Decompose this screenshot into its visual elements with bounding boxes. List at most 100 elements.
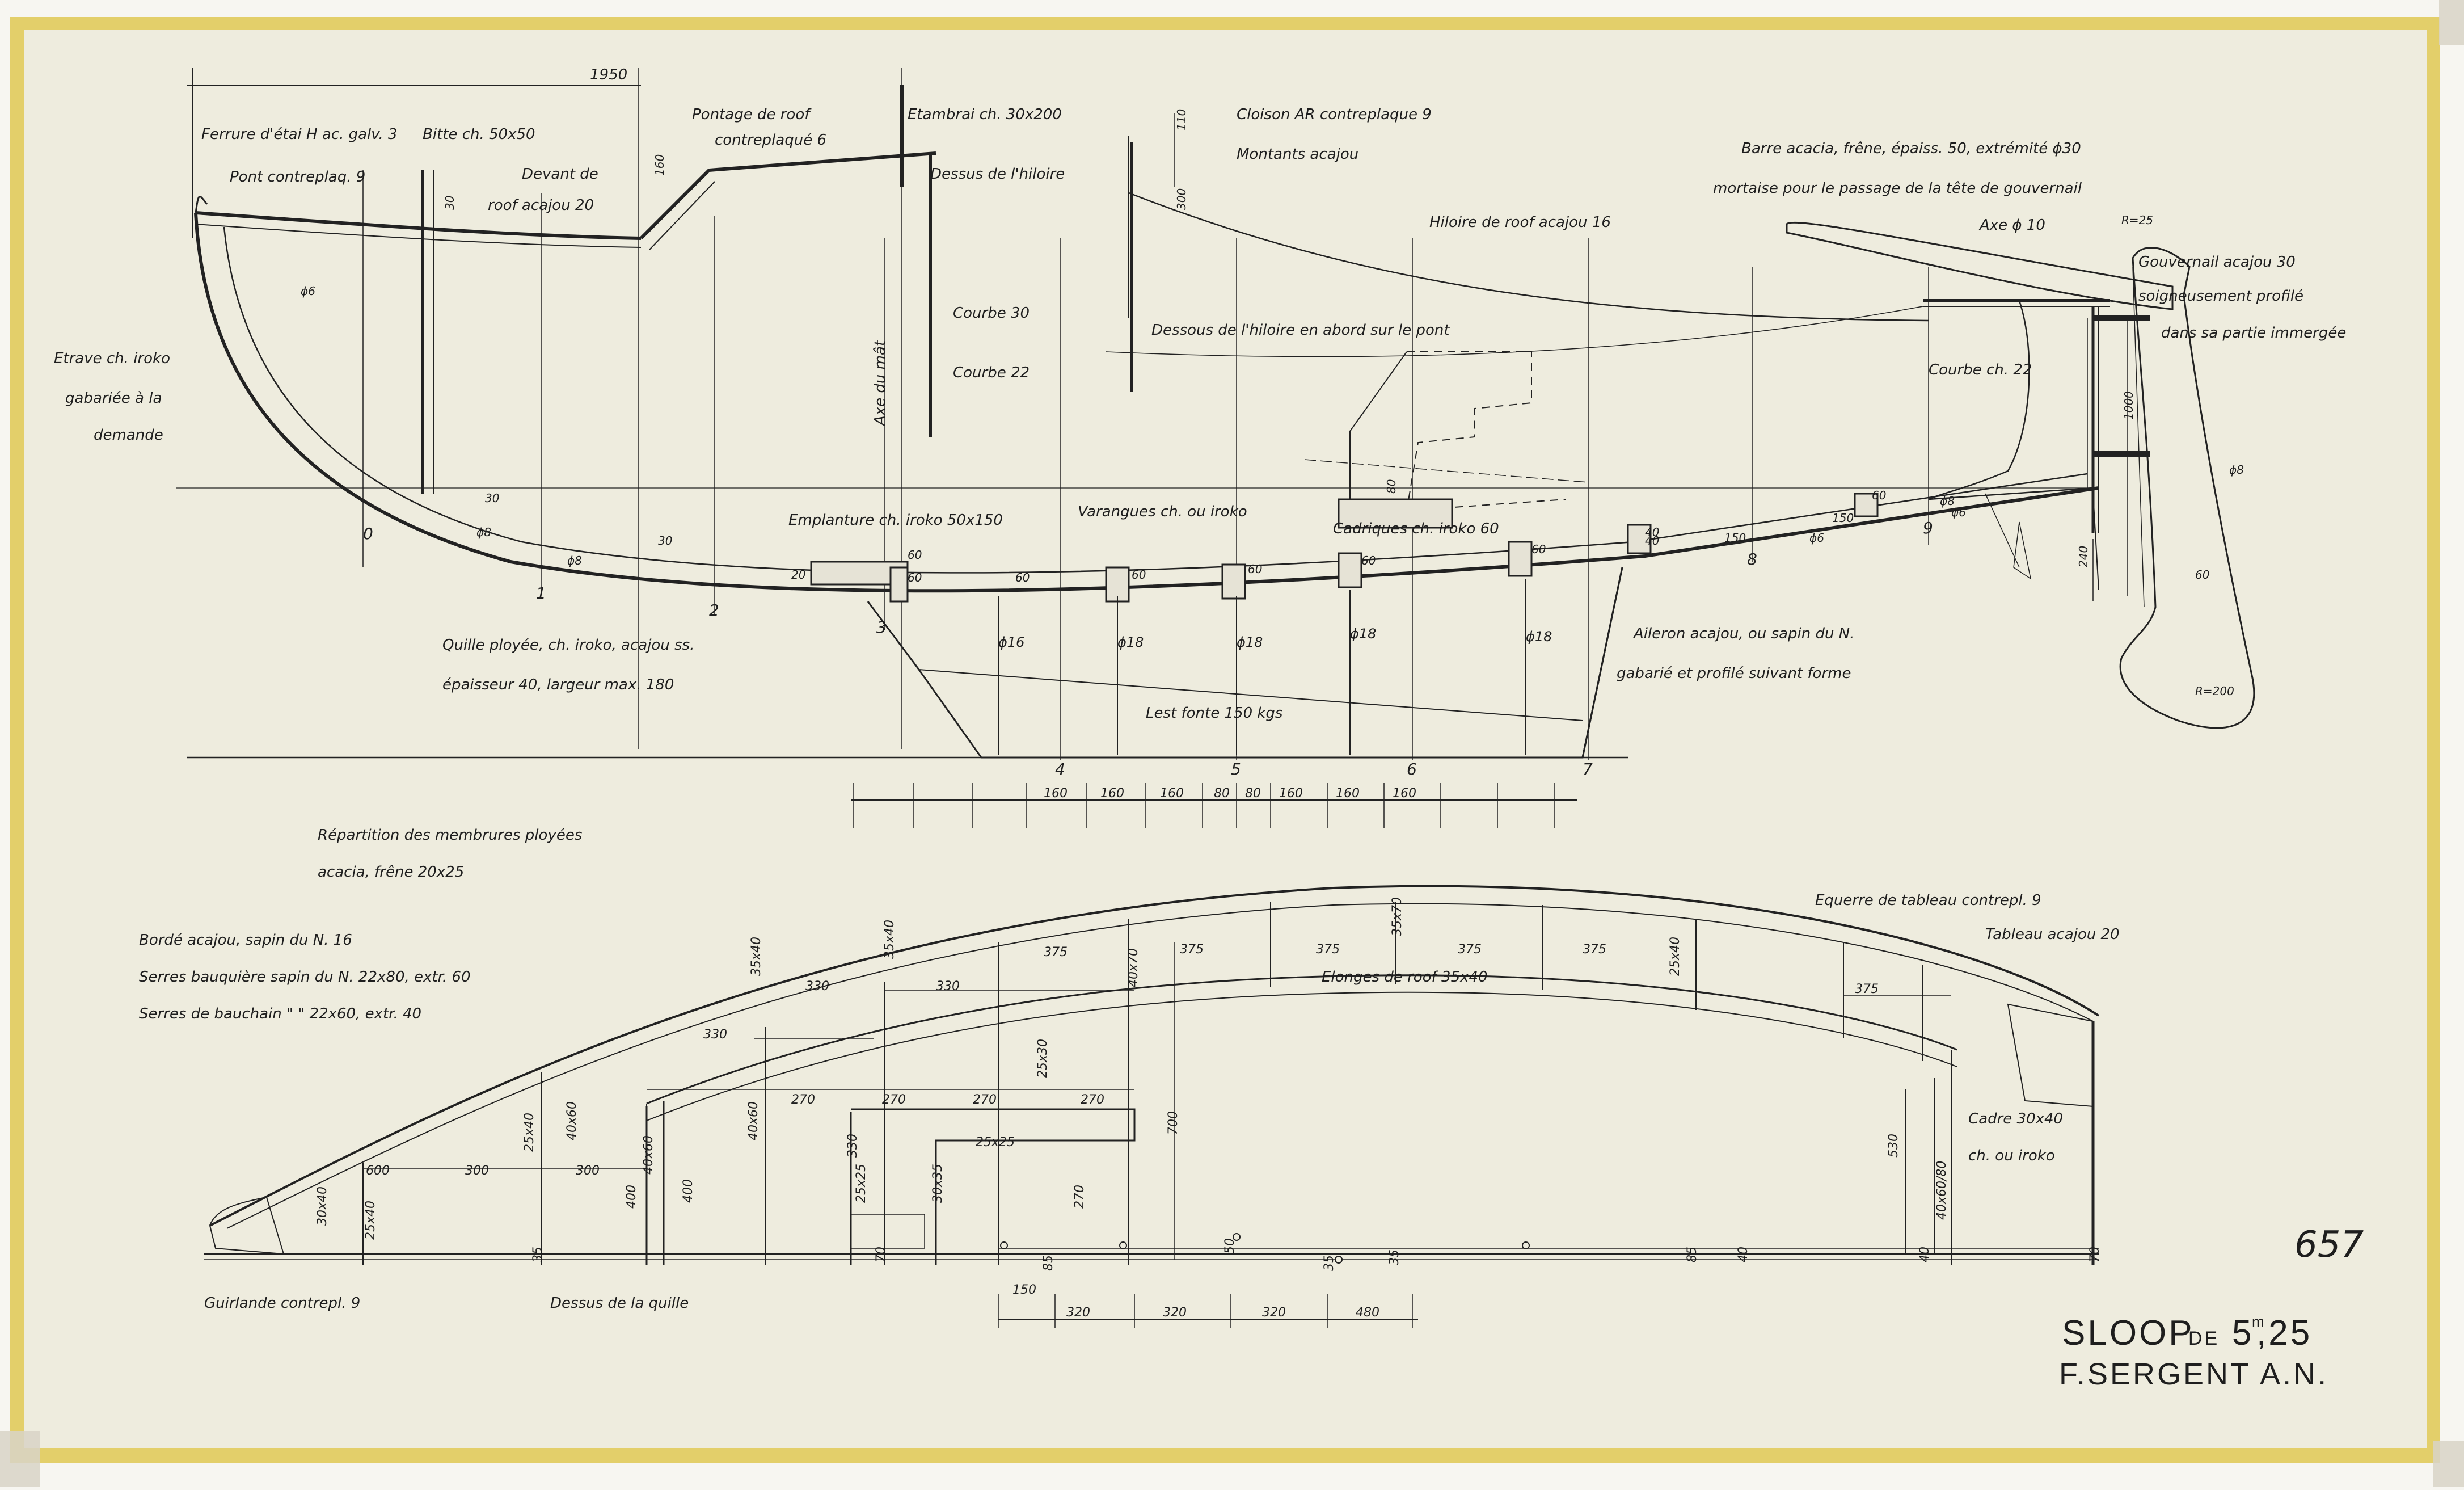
label-serres-bauquiere: Serres bauquière sapin du N. 22x80, extr…	[139, 969, 471, 986]
bottom-dim: 480	[1356, 1306, 1379, 1320]
bottom-dim: 320	[1066, 1306, 1090, 1320]
label-devant-2: roof acajou 20	[488, 197, 594, 214]
cockpit-outline	[1406, 351, 1566, 512]
title-unit: m	[2252, 1313, 2267, 1330]
label-cadre-2: ch. ou iroko	[1968, 1147, 2055, 1164]
label-gouvernail-2: soigneusement profilé	[2138, 288, 2303, 305]
label-repartition-2: acacia, frêne 20x25	[318, 864, 464, 881]
station-0: 0	[363, 524, 373, 543]
vertical-dim: 330	[846, 1134, 860, 1158]
frame-spacing: 160	[1044, 786, 1068, 801]
label-barre: Barre acacia, frêne, épaiss. 50, extrémi…	[1741, 140, 2081, 157]
dim: 240	[2077, 546, 2090, 567]
plan-labels: Bordé acajou, sapin du N. 16 Serres bauq…	[139, 892, 2120, 1312]
roof-line	[639, 151, 936, 240]
vertical-dim: 400	[681, 1179, 695, 1203]
profile-small-dims: 30 30 30 20 60 60 60 60 60 60 40 60 60 4…	[301, 109, 2244, 584]
beam-dim: 35x40	[749, 937, 763, 976]
label-hiloire-roof: Hiloire de roof acajou 16	[1429, 214, 1611, 231]
spacing: 375	[1044, 945, 1068, 959]
dim: 60	[1872, 489, 1886, 502]
dim: 60	[908, 548, 922, 562]
beam-dim: 25x30	[1036, 1039, 1050, 1078]
label-courbe-22: Courbe 22	[953, 364, 1030, 381]
bolt-labels: ϕ16 ϕ18 ϕ18 ϕ18 ϕ18	[998, 626, 1552, 650]
beam-dim: 40x60	[642, 1135, 656, 1175]
label-cadre: Cadre 30x40	[1968, 1110, 2063, 1127]
sheer-plan	[209, 885, 2100, 1227]
frame-spacing: 160	[1279, 786, 1303, 801]
frame-spacing: 160	[1336, 786, 1360, 801]
dim: 40	[1645, 525, 1659, 539]
bolt-label: ϕ18	[1350, 626, 1376, 642]
dim: 150	[1724, 531, 1746, 545]
spacing: 375	[1583, 942, 1606, 957]
dim: ϕ6	[1951, 506, 1966, 519]
dim: 110	[1175, 109, 1188, 131]
label-ferrure: Ferrure d'étai H ac. galv. 3	[201, 126, 398, 143]
spacing: 600	[366, 1164, 390, 1178]
small-dim: 50	[1223, 1238, 1237, 1254]
label-pontage: Pontage de roof	[692, 106, 812, 123]
small-dim: 35	[531, 1247, 545, 1262]
dim: ϕ8	[1940, 494, 1955, 508]
station-6: 6	[1407, 760, 1417, 778]
dim: 150	[1832, 511, 1854, 525]
dim: ϕ6	[1809, 531, 1824, 545]
label-bitte: Bitte ch. 50x50	[423, 126, 535, 143]
small-dim: 40	[1918, 1247, 1932, 1262]
frame-spacing-labels: 160 160 160 80 80 160 160 160	[1044, 786, 1416, 801]
dim: ϕ6	[301, 284, 315, 298]
beam-dim: 25x40	[364, 1201, 378, 1240]
label-quille: Quille ployée, ch. iroko, acajou ss.	[442, 637, 694, 654]
keel-bolts	[998, 579, 1526, 755]
small-dim: 85	[1041, 1255, 1056, 1271]
beam-dim: 40x70	[1126, 948, 1141, 987]
title-author: F.SERGENT A.N.	[2059, 1357, 2328, 1391]
dim: 1000	[2122, 391, 2136, 420]
vertical-dim: 30x40	[315, 1186, 330, 1226]
dim: 30	[443, 196, 457, 210]
dim: ϕ8	[567, 554, 582, 567]
label-cloison: Cloison AR contreplaque 9	[1237, 106, 1432, 123]
dim: 60	[1361, 554, 1376, 567]
profile-labels: 1950 Ferrure d'étai H ac. galv. 3 Bitte …	[54, 66, 2346, 881]
label-pontage-2: contreplaqué 6	[715, 132, 826, 149]
spacing: 300	[465, 1164, 489, 1178]
bolt-label: ϕ18	[1237, 634, 1263, 650]
spacing: 270	[882, 1093, 906, 1107]
tape-corner-bottom-right	[2433, 1441, 2464, 1487]
dim: ϕ8	[476, 525, 491, 539]
vertical-dim: 270	[1073, 1185, 1087, 1209]
vertical-dim: 400	[625, 1185, 639, 1209]
vertical-dim: 530	[1887, 1134, 1901, 1158]
spacing: 375	[1180, 942, 1204, 957]
title-size: 5	[2232, 1314, 2254, 1353]
dim: 80	[1385, 479, 1398, 494]
title-sloop: SLOOP	[2062, 1314, 2195, 1353]
station-8: 8	[1747, 550, 1757, 569]
label-dessus-hiloire: Dessus de l'hiloire	[930, 166, 1065, 183]
beam-dim: 35x70	[1390, 897, 1404, 936]
frame-spacing: 160	[1100, 786, 1124, 801]
label-montants: Montants acajou	[1237, 146, 1358, 163]
spacing: 375	[1316, 942, 1340, 957]
label-elambrai: Etambrai ch. 30x200	[908, 106, 1062, 123]
label-tableau: Tableau acajou 20	[1985, 926, 2120, 943]
bottom-dim: 320	[1262, 1306, 1286, 1320]
label-gouvernail-3: dans sa partie immergée	[2161, 325, 2346, 342]
spacing: 375	[1855, 982, 1879, 996]
beam-dim: 40x60	[565, 1101, 579, 1140]
label-aileron-2: gabarié et profilé suivant forme	[1617, 665, 1851, 682]
station-2: 2	[709, 601, 719, 620]
profile-view	[176, 68, 2255, 828]
label-r25: R=25	[2121, 213, 2153, 227]
title-de: DE	[2188, 1328, 2220, 1349]
label-elonges: Elonges de roof 35x40	[1322, 969, 1488, 986]
courbe-knee	[1928, 300, 2094, 500]
label-quille-2: épaisseur 40, largeur max. 180	[442, 676, 674, 693]
hiloire-curve	[1128, 192, 1929, 322]
label-dessous-hiloire: Dessous de l'hiloire en abord sur le pon…	[1151, 322, 1450, 339]
station-9: 9	[1923, 519, 1933, 537]
archive-number: 657	[2294, 1224, 2364, 1266]
